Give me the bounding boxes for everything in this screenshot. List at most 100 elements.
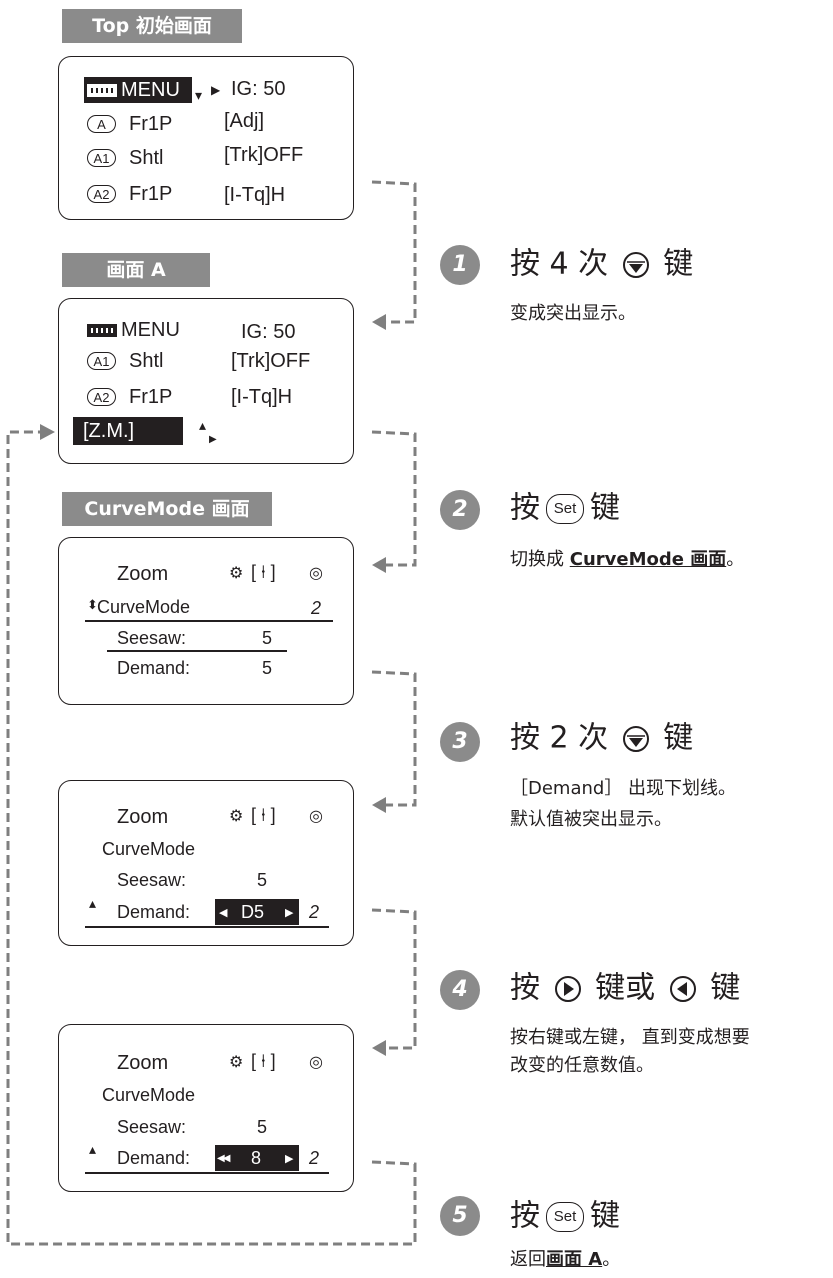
gear-icon: ⚙ [229,1052,244,1071]
dial-icon: ◎ [309,563,323,582]
down-key-icon [622,251,649,278]
key-a2-badge: A2 [87,388,116,406]
up-arrow-icon: ▴ [199,418,207,434]
zm-highlight [73,417,183,445]
page-indicator: 2 [309,1148,320,1168]
screen-a-ig-value: IG: 50 [241,321,296,343]
demand-underline [85,1172,329,1174]
top-ig-value: IG: 50 [231,78,286,100]
up-arrow-icon: ▴ [89,1142,97,1158]
page-indicator: 2 [309,902,320,922]
dial-icon: ◎ [309,806,323,825]
step-description: 切换成 CurveMode 画面。 [510,549,745,570]
curvemode-screen-lcd: Zoom ⚙ [ ⍿ ] ◎ ⬍ CurveMode 2 Seesaw: 5 D… [58,537,354,705]
screen-a-row-label: Fr1P [129,386,173,408]
dial-icon: ◎ [309,1052,323,1071]
bracket-icons: [ ⍿ ] [251,1051,276,1071]
step-description: ［Demand］ 出现下划线。 [510,778,737,799]
left-key-icon [669,975,696,1002]
bracket-icons: [ ⍿ ] [251,805,276,825]
screen-a-lcd: MENU IG: 50 A1 Shtl [Trk]OFF A2 Fr1P [I-… [58,298,354,464]
seesaw-value: 5 [262,628,273,648]
step-description: 按右键或左键， 直到变成想要 [510,1027,750,1048]
demand-underline [85,926,329,928]
screen-a-row-value: [I-Tq]H [231,386,293,408]
screen-a-menu-label: MENU [121,319,180,341]
bracket-icons: [ ⍿ ] [251,562,276,582]
screen-a-row-label: Shtl [129,350,164,372]
zm-label: [Z.M.] [83,420,135,442]
set-key-icon: Set [546,1201,584,1232]
gear-icon: ⚙ [229,806,244,825]
step4-seesaw-label: Seesaw: [117,1117,187,1137]
step-description: 默认值被突出显示。 [510,809,672,830]
top-row-label: Shtl [129,147,164,169]
step-number: 1 [440,245,480,285]
curvemode-screen-tag: CurveMode 画面 [62,492,272,526]
down-key-icon [622,725,649,752]
top-menu-label: MENU [121,78,180,102]
step4-mode-label: CurveMode [102,1085,196,1105]
right-key-icon [554,975,581,1002]
step4-seesaw-value: 5 [257,1117,268,1137]
demand-value: 5 [262,658,273,678]
key-a2-badge: A2 [87,185,116,203]
step-number: 3 [440,722,480,762]
step-description: 变成突出显示。 [510,303,636,324]
step3-screen-lcd: Zoom ⚙ [ ⍿ ] ◎ CurveMode Seesaw: 5 ▴ Dem… [58,780,354,946]
top-row-label: Fr1P [129,113,173,135]
key-a1-badge: A1 [87,352,116,370]
right-arrow-icon: ▶ [209,434,217,445]
step3-seesaw-label: Seesaw: [117,870,187,890]
curve-mode-underline [85,620,333,622]
up-arrow-icon: ▴ [89,896,97,912]
demand-highlight [215,1145,299,1171]
left-arrow-icon: ◀ [219,906,228,919]
top-row-value: [Adj] [224,110,265,132]
curve-title: Zoom [117,563,169,585]
step4-demand-value: 8 [251,1148,262,1168]
up-down-arrow-icon: ⬍ [87,598,98,613]
step-number: 5 [440,1196,480,1236]
menu-icon [87,84,117,97]
step-number: 2 [440,490,480,530]
top-screen-tag: Top 初始画面 [62,9,242,43]
key-a1-badge: A1 [87,149,116,167]
gear-icon: ⚙ [229,563,244,582]
step4-screen-lcd: Zoom ⚙ [ ⍿ ] ◎ CurveMode Seesaw: 5 ▴ Dem… [58,1024,354,1192]
step-description: 改变的任意数值。 [510,1055,654,1076]
step3-title: Zoom [117,806,169,828]
step4-demand-label: Demand: [117,1148,191,1168]
demand-label: Demand: [117,658,191,678]
step3-mode-label: CurveMode [102,839,196,859]
step3-demand-value: D5 [241,902,265,922]
step4-title: Zoom [117,1052,169,1074]
top-row-label: Fr1P [129,183,173,205]
step-title: 按 4 次 键 [510,246,694,282]
screen-a-row-value: [Trk]OFF [231,350,311,372]
step-description: 返回画面 A。 [510,1249,621,1270]
top-screen-lcd: MENU ▾ ▶ IG: 50 A Fr1P [Adj] A1 Shtl [Tr… [58,56,354,220]
top-row-value: [Trk]OFF [224,144,304,166]
curve-mode-label: CurveMode [97,597,191,617]
step-title: 按 2 次 键 [510,720,694,756]
page-indicator: 2 [311,598,322,618]
step3-seesaw-value: 5 [257,870,268,890]
down-arrow-icon: ▾ [195,88,203,104]
demand-highlight [215,899,299,925]
seesaw-label: Seesaw: [117,628,187,648]
right-arrow-icon: ▶ [285,906,294,919]
menu-icon [87,324,117,337]
set-key-icon: Set [546,493,584,524]
step3-demand-label: Demand: [117,902,191,922]
right-arrow-icon: ▶ [211,83,221,97]
key-a-badge: A [87,115,116,133]
step-number: 4 [440,970,480,1010]
top-row-value: [I-Tq]H [224,184,286,206]
step-title: 按 键或 键 [510,970,741,1006]
right-arrow-icon: ▶ [285,1152,294,1165]
double-left-arrow-icon: ◀◀ [217,1153,230,1164]
